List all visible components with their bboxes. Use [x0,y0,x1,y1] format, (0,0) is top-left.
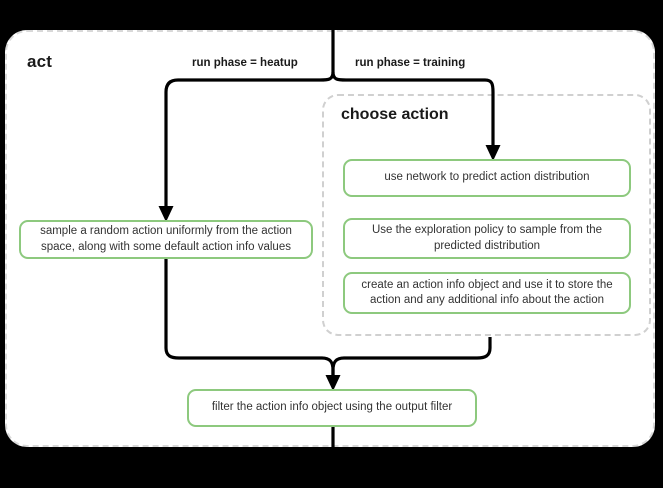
node-exploration-policy-sample: Use the exploration policy to sample fro… [343,218,631,259]
node-sample-random-action: sample a random action uniformly from th… [19,220,313,259]
node-create-action-info-object: create an action info object and use it … [343,272,631,314]
node-filter-action-info-object: filter the action info object using the … [187,389,477,427]
edge-label-training: run phase = training [355,57,466,69]
choose-action-group-title: choose action [341,106,449,123]
node-use-network-predict: use network to predict action distributi… [343,159,631,197]
edge-label-heatup: run phase = heatup [192,57,298,69]
act-group-title: act [27,52,53,71]
